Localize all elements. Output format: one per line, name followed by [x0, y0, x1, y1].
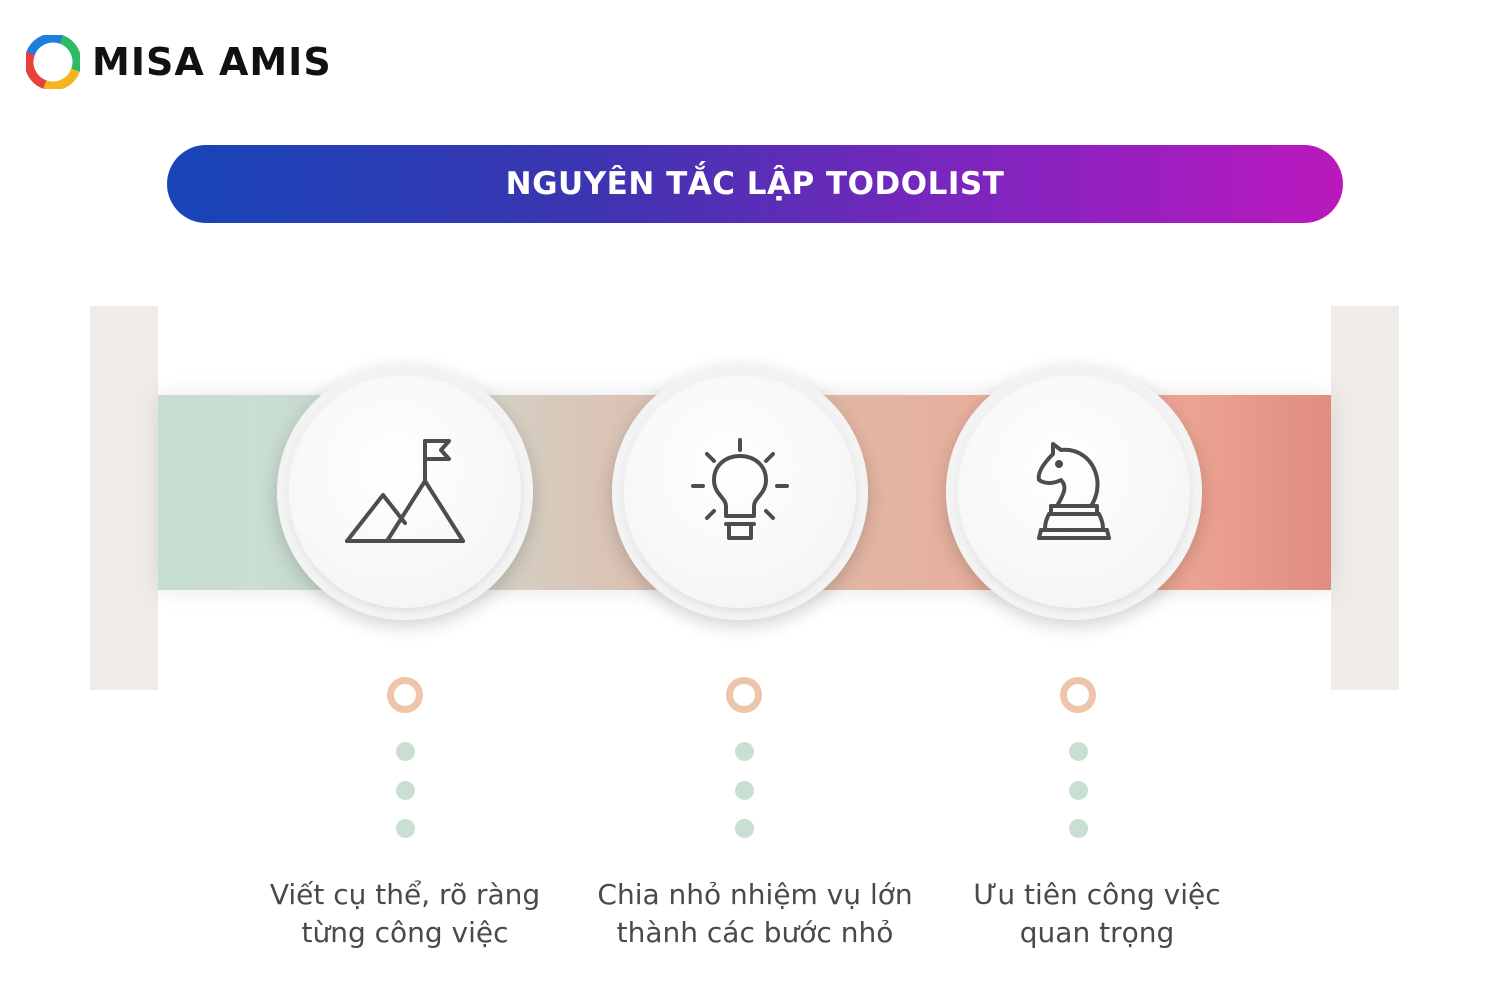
step-3-label-line-2: quan trọng [1019, 916, 1175, 949]
connector-dot [1069, 742, 1088, 761]
title-banner: NGUYÊN TẮC LẬP TODOLIST [167, 145, 1343, 223]
step-2-circle [612, 364, 868, 620]
left-post [90, 306, 158, 690]
misa-amis-logo-icon [26, 35, 80, 89]
step-1-marker-ring [387, 677, 423, 713]
step-3-label: Ưu tiên công việc quan trọng [917, 876, 1277, 952]
brand-logo: MISA AMIS [26, 34, 332, 90]
step-2-label-line-2: thành các bước nhỏ [616, 916, 894, 949]
connector-dot [1069, 781, 1088, 800]
right-post [1331, 306, 1399, 690]
step-2-label-line-1: Chia nhỏ nhiệm vụ lớn [597, 878, 913, 911]
mountain-flag-icon [345, 439, 465, 543]
step-1-label-line-1: Viết cụ thể, rõ ràng [269, 878, 541, 911]
step-3-label-line-1: Ưu tiên công việc [973, 878, 1221, 911]
lightbulb-icon [691, 438, 789, 540]
step-3-marker-ring [1060, 677, 1096, 713]
brand-name: MISA AMIS [92, 40, 332, 84]
step-3-circle [946, 364, 1202, 620]
step-2-label: Chia nhỏ nhiệm vụ lớn thành các bước nhỏ [575, 876, 935, 952]
connector-dot [735, 819, 754, 838]
step-1-circle [277, 364, 533, 620]
connector-dot [396, 781, 415, 800]
step-2-marker-ring [726, 677, 762, 713]
connector-dot [396, 819, 415, 838]
step-1-label: Viết cụ thể, rõ ràng từng công việc [225, 876, 585, 952]
connector-dot [735, 742, 754, 761]
chess-knight-icon [1036, 442, 1111, 540]
connector-dot [396, 742, 415, 761]
step-1-label-line-2: từng công việc [301, 916, 509, 949]
band-fade [158, 395, 278, 590]
page-title: NGUYÊN TẮC LẬP TODOLIST [505, 166, 1005, 202]
connector-dot [1069, 819, 1088, 838]
connector-dot [735, 781, 754, 800]
